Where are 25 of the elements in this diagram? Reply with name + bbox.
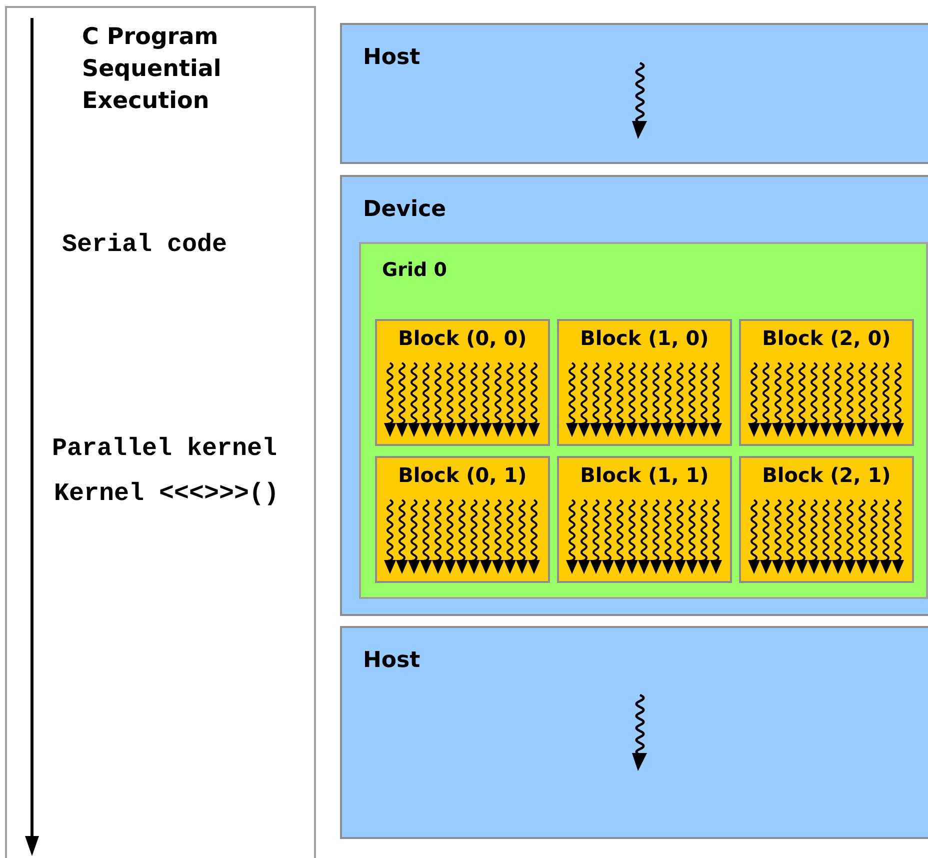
grid-panel bbox=[359, 242, 928, 599]
block-label: Block (0, 0) bbox=[397, 326, 528, 350]
block-label: Block (0, 1) bbox=[397, 463, 528, 487]
panel-label: Host bbox=[363, 648, 420, 673]
block-box bbox=[557, 456, 732, 583]
block-box bbox=[375, 456, 550, 583]
program-panel bbox=[5, 6, 316, 858]
block-box bbox=[375, 319, 550, 446]
block-box bbox=[739, 456, 914, 583]
block-label: Block (2, 0) bbox=[761, 326, 892, 350]
panel-label: Grid 0 bbox=[382, 259, 447, 281]
device-panel bbox=[340, 175, 928, 616]
code-text: Serial code bbox=[62, 230, 228, 259]
block-box bbox=[739, 319, 914, 446]
code-text: Kernel <<<>>>() bbox=[54, 479, 280, 508]
host-panel bbox=[340, 23, 928, 164]
panel-label: Host bbox=[363, 45, 420, 70]
code-text: Parallel kernel bbox=[52, 434, 278, 463]
block-label: Block (1, 1) bbox=[579, 463, 710, 487]
panel-label: Device bbox=[363, 197, 446, 222]
host-panel bbox=[340, 626, 928, 839]
block-label: Block (1, 0) bbox=[579, 326, 710, 350]
heading: C Program Sequential Execution bbox=[82, 23, 222, 116]
block-box bbox=[557, 319, 732, 446]
block-label: Block (2, 1) bbox=[761, 463, 892, 487]
